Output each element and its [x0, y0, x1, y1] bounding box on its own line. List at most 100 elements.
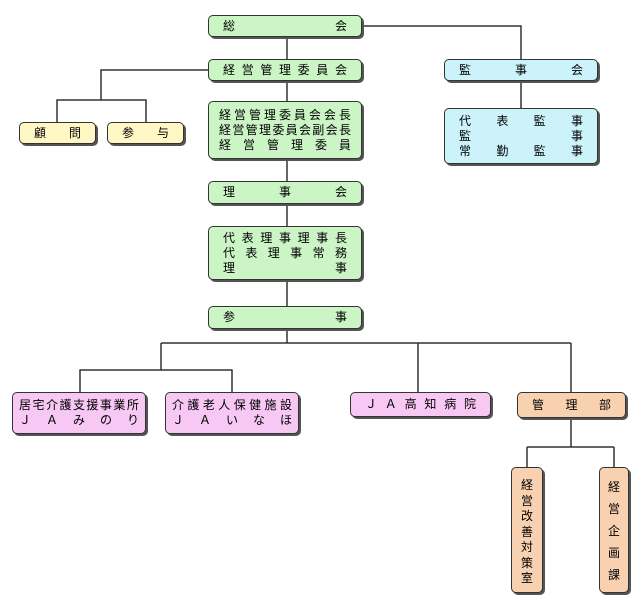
label-char: 善 [520, 524, 533, 539]
label-char: 理 [565, 397, 578, 412]
label-char: 事 [278, 230, 291, 245]
label-char: ほ [279, 413, 292, 427]
director-roles-list: 代表理事理事長代表理事常務理事 [209, 227, 361, 279]
label-char: 室 [520, 571, 533, 585]
label-char: 事 [570, 113, 583, 128]
label-char: 営 [232, 122, 245, 137]
label-char: 理 [223, 185, 236, 199]
label-char: 人 [218, 398, 231, 412]
label-char: Ａ [384, 397, 397, 411]
label-char: 長 [338, 122, 351, 137]
text-line: 常勤監事 [445, 144, 597, 159]
label-char: 管 [260, 62, 273, 77]
label-char: 理 [297, 230, 310, 245]
label-char: 事 [334, 310, 347, 324]
label-char: 与 [156, 125, 169, 140]
advisor-box: 顧問 [19, 122, 96, 144]
label-char: 代 [223, 245, 236, 260]
label-char: 委 [297, 62, 310, 77]
label-char: 介 [172, 398, 185, 412]
label-char: 長 [338, 107, 351, 122]
label-char: 員 [338, 137, 351, 152]
label-char: 会 [570, 62, 583, 77]
auditor-roles-list: 代表監事監事常勤監事 [445, 109, 597, 163]
label-char: 代 [459, 113, 472, 128]
management-dept-box: 管理部 [517, 392, 626, 418]
label-char: 宅 [32, 398, 45, 412]
label-char: 支 [72, 398, 85, 412]
text-line: 居宅介護支援事業所 [13, 398, 145, 413]
label-char: 勤 [496, 143, 509, 158]
label-char: 理 [260, 230, 273, 245]
label-char: 委 [272, 122, 285, 137]
label-char: 表 [245, 245, 258, 260]
board-of-directors-label: 理事会 [209, 182, 361, 203]
label-char: 会 [323, 107, 336, 122]
label-char: 経 [219, 137, 232, 152]
label-char: 常 [459, 143, 472, 158]
text-line: 介護老人保健施設 [166, 398, 298, 413]
label-char: 画 [607, 546, 620, 560]
label-char: み [72, 413, 85, 427]
management-improvement-office-box: 経営改善対策室 [511, 467, 543, 593]
label-char: 事 [278, 185, 291, 199]
label-char: 事 [570, 143, 583, 158]
label-char: り [126, 413, 139, 427]
label-char: 管 [532, 397, 545, 412]
label-char: 事 [290, 245, 303, 260]
label-char: 会 [298, 122, 311, 137]
text-line: 経営管理委員会会長 [209, 108, 361, 123]
label-char: 経 [219, 122, 232, 137]
label-char: 理 [290, 137, 303, 152]
label-char: 管 [245, 122, 258, 137]
counselor-box: 参与 [107, 122, 184, 144]
label-char: 会 [334, 18, 347, 33]
general-meeting-label: 総会 [209, 16, 361, 36]
label-char: 営 [233, 107, 246, 122]
label-char: の [99, 413, 112, 427]
label-char: 会 [334, 185, 347, 199]
label-char: 長 [334, 230, 347, 245]
label-char: 事 [99, 398, 112, 412]
label-char: 監 [533, 143, 546, 158]
label-char: 部 [598, 397, 611, 412]
label-char: 表 [496, 113, 509, 128]
label-char: 策 [520, 555, 533, 570]
label-char: 施 [264, 398, 277, 412]
label-char: 企 [607, 524, 620, 538]
label-char: 介 [45, 398, 58, 412]
label-char: 員 [285, 122, 298, 137]
label-char: 業 [113, 398, 126, 412]
label-char: 営 [520, 493, 533, 508]
label-char: 代 [223, 230, 236, 245]
text-line: 代表監事 [445, 114, 597, 129]
label-char: 対 [520, 540, 533, 554]
label-char: 課 [607, 568, 620, 582]
text-line: 代表理事理事長 [209, 231, 361, 246]
general-meeting-box: 総会 [208, 15, 362, 37]
label-char: 護 [187, 398, 200, 412]
text-line: 代表理事常務 [209, 246, 361, 261]
label-char: 保 [233, 398, 246, 412]
committee-officers-box: 経営管理委員会会長経営管理委員会副会長経営管理委員 [208, 101, 362, 159]
label-char: Ｊ [19, 413, 32, 427]
label-char: 委 [278, 107, 291, 122]
label-char: 委 [314, 137, 327, 152]
label-char: 事 [316, 230, 329, 245]
label-char: 営 [607, 502, 620, 516]
label-char: 理 [263, 107, 276, 122]
label-char: 参 [122, 125, 135, 140]
auditors-board-box: 監事会 [444, 59, 598, 81]
label-char: い [225, 413, 238, 427]
text-line: 監事 [445, 129, 597, 144]
label-char: 設 [279, 398, 292, 412]
label-char: 監 [459, 128, 472, 143]
label-char: 問 [68, 125, 81, 140]
label-char: 員 [293, 107, 306, 122]
label-char: 病 [444, 397, 457, 411]
